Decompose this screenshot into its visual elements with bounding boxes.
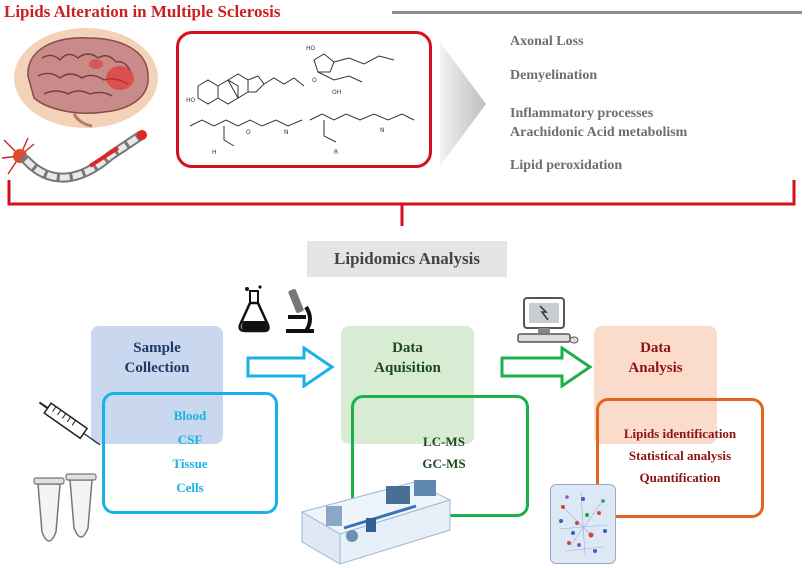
- analysis-item: Lipids identification: [623, 426, 737, 441]
- section-title-text: Lipidomics Analysis: [334, 249, 480, 268]
- effect-item: Arachidonic Acid metabolism: [510, 125, 688, 140]
- svg-text:N: N: [284, 129, 289, 136]
- panel-title-line: Aquisition: [374, 360, 441, 376]
- arrow-collection-to-acquisition: [246, 346, 335, 388]
- chemical-structures-box: [176, 31, 432, 168]
- svg-text:O: O: [246, 129, 251, 136]
- flask-icon: [238, 285, 270, 333]
- sample-item: CSF: [177, 432, 203, 447]
- svg-text:HO: HO: [186, 97, 196, 104]
- effect-item: Demyelination: [510, 68, 598, 83]
- sample-item: Blood: [173, 408, 207, 423]
- arrow-acquisition-to-analysis: [500, 346, 593, 388]
- data-analysis-panel: [594, 326, 717, 444]
- instrument-list: LC-MS GC-MS: [404, 434, 484, 484]
- svg-text:H: H: [212, 149, 217, 156]
- svg-text:R: R: [334, 149, 338, 156]
- data-analysis-title: Data Analysis: [594, 338, 717, 378]
- lipidomics-analysis-title: Lipidomics Analysis: [307, 241, 507, 277]
- svg-text:O: O: [312, 77, 317, 84]
- sample-list: Blood CSF Tissue Cells: [152, 408, 228, 508]
- analysis-item: Statistical analysis: [628, 448, 732, 463]
- lipid-structures: HO HO OH O O N N H R: [186, 45, 415, 156]
- microscope-icon: [286, 288, 314, 333]
- chevron-arrow: [440, 42, 486, 166]
- data-acquisition-title: Data Aquisition: [341, 338, 474, 378]
- data-analysis-box: [596, 398, 764, 518]
- instrument-item: LC-MS: [423, 434, 465, 449]
- computer-icon: [517, 297, 579, 344]
- data-acquisition-panel: [341, 326, 474, 444]
- effect-item: Inflammatory processes: [510, 106, 654, 121]
- mass-spectrometer-illustration: [300, 480, 452, 565]
- lab-icons: [238, 285, 314, 333]
- svg-text:HO: HO: [306, 45, 316, 52]
- title-rule: [392, 11, 802, 14]
- analysis-item: Quantification: [639, 470, 721, 485]
- brain-illustration: [14, 28, 158, 128]
- effect-item: Lipid peroxidation: [510, 158, 623, 173]
- sample-item: Cells: [176, 480, 204, 495]
- sample-collection-panel: [91, 326, 223, 444]
- tubes-icon: [33, 473, 97, 542]
- panel-title-line: Sample: [133, 340, 181, 356]
- sample-collection-box: [102, 392, 278, 514]
- svg-text:N: N: [380, 127, 385, 134]
- syringe-icon: [38, 401, 101, 446]
- panel-title-line: Collection: [124, 360, 190, 376]
- red-bracket: [7, 180, 796, 226]
- instrument-item: GC-MS: [422, 456, 466, 471]
- sample-collection-title: Sample Collection: [91, 338, 223, 378]
- panel-title-line: Data: [640, 340, 671, 356]
- panel-title-line: Data: [392, 340, 423, 356]
- network-plot-illustration: [550, 484, 616, 564]
- effect-item: Axonal Loss: [510, 34, 584, 49]
- figure-title: Lipids Alteration in Multiple Sclerosis: [4, 2, 281, 21]
- panel-title-line: Analysis: [628, 360, 683, 376]
- analysis-list: Lipids identification Statistical analys…: [600, 426, 760, 496]
- neuron-illustration: [1, 130, 147, 183]
- svg-text:OH: OH: [332, 89, 341, 96]
- sample-item: Tissue: [172, 456, 208, 471]
